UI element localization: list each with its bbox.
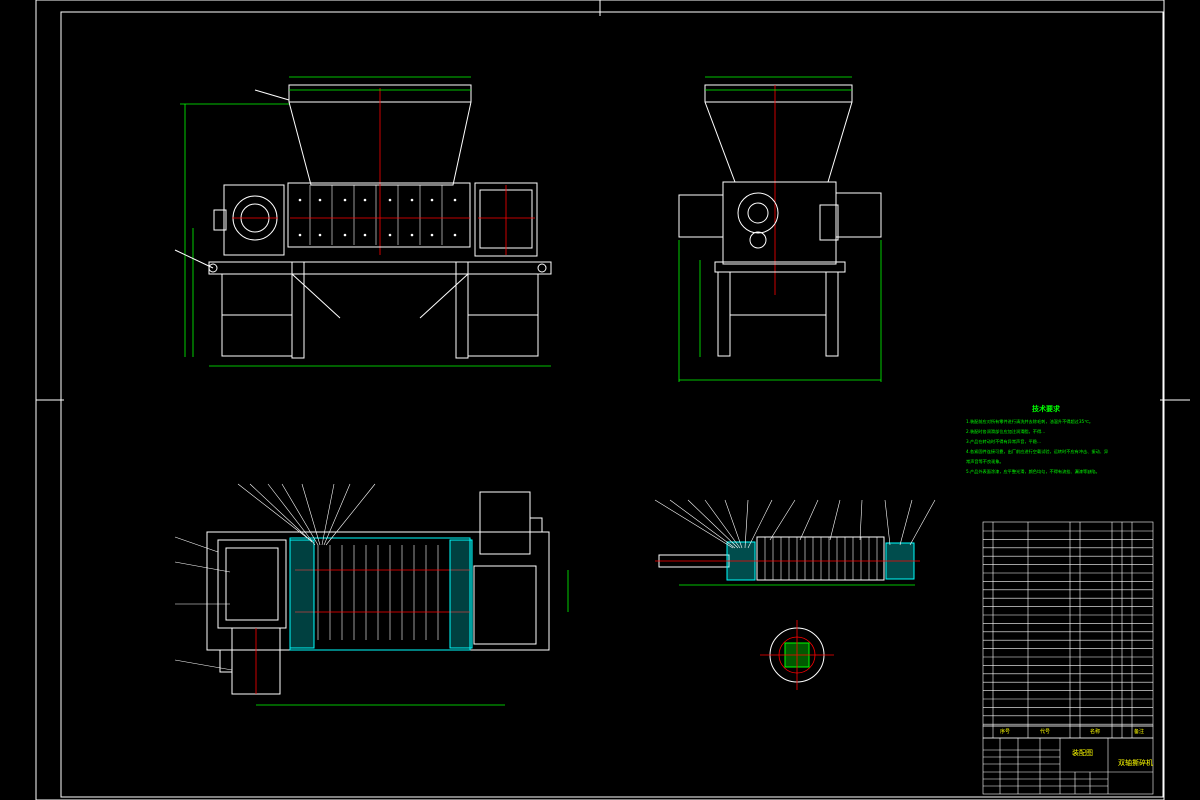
cutter-box: [287, 182, 471, 248]
tech-line: 3.产品在转动时不得有异常声音，平稳...: [966, 439, 1041, 444]
title-block: [982, 737, 1154, 795]
frame-stand-icon: [208, 261, 552, 359]
tech-line: 常声音等不良现象。: [966, 459, 1004, 464]
front-view: [174, 76, 552, 367]
reducer-icon: [474, 182, 538, 257]
shaft-section-icon: [760, 620, 834, 690]
outer-border: [35, 0, 1165, 800]
gear-motor-icon: [213, 184, 285, 256]
side-hopper-icon: [704, 84, 853, 183]
tech-line: 5.产品外表面涂漆，应平整光滑，颜色均匀，不得有流挂、漏漆等缺陷。: [966, 469, 1100, 474]
tech-line: 1.装配前应对所有零件进行清洗并去除毛刺，油温升不得超过35℃。: [966, 419, 1094, 424]
title-block-label: 装配图: [1072, 749, 1093, 757]
tech-line: 2.装配时各润滑部位应加注润滑脂，不得...: [966, 429, 1046, 434]
parts-list-table: [982, 521, 1154, 739]
side-frame-icon: [714, 261, 846, 357]
top-view: [174, 483, 569, 706]
technical-requirements: 技术要求 1.装配前应对所有零件进行清洗并去除毛刺，油温升不得超过35℃。 2.…: [966, 404, 1136, 477]
header-note: 备注: [1134, 729, 1145, 735]
drawing-title: 双轴撕碎机: [1118, 759, 1153, 767]
header-name: 名称: [1090, 729, 1101, 735]
side-view: [678, 76, 882, 382]
header-code: 代号: [1040, 729, 1051, 735]
tech-line: 4.各紧固件连接可靠，出厂前应进行空载试验，运转时不应有冲击、振动、异: [966, 449, 1109, 454]
header-no: 序号: [1000, 729, 1011, 735]
cutter-shaft-icon: [654, 499, 936, 586]
tech-requirements-title: 技术要求: [1032, 405, 1060, 413]
inner-border: [60, 11, 1164, 798]
